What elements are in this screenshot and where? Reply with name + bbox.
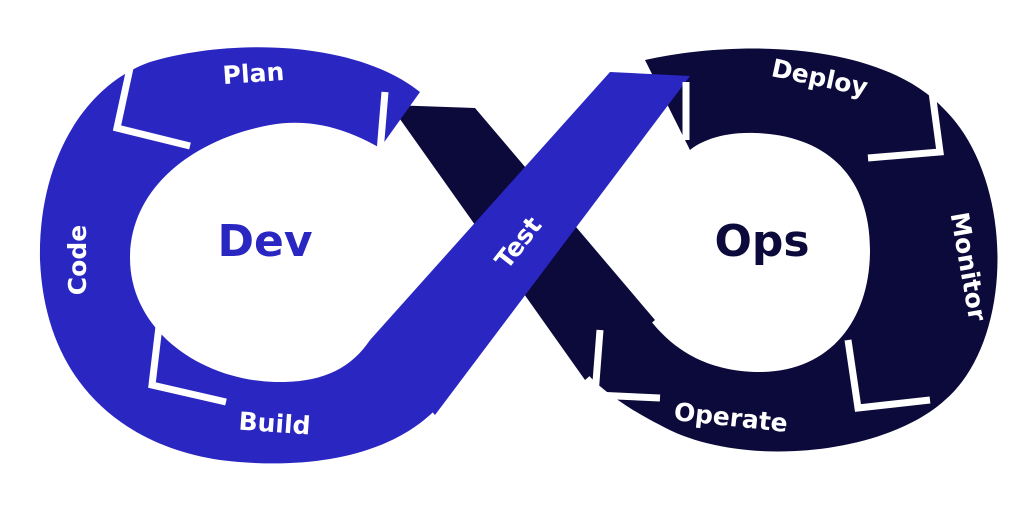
test-band [370, 72, 690, 415]
stage-label-build: Build [238, 407, 312, 441]
separator-monitor-operate [844, 339, 931, 412]
separator-plan-test [376, 91, 389, 153]
stage-label-code: Code [63, 225, 92, 295]
center-label-ops: Ops [714, 216, 809, 267]
dev-ring [39, 47, 441, 464]
separator-plan-code [112, 67, 191, 150]
separator-operate-test [591, 329, 661, 402]
center-label-dev: Dev [217, 216, 312, 267]
separator-deploy-monitor [867, 91, 944, 162]
stage-label-plan: Plan [222, 57, 285, 90]
segment-separators [112, 67, 944, 412]
separator-code-build [148, 317, 227, 406]
ops-ring [585, 48, 998, 452]
dev-loop [39, 47, 690, 464]
